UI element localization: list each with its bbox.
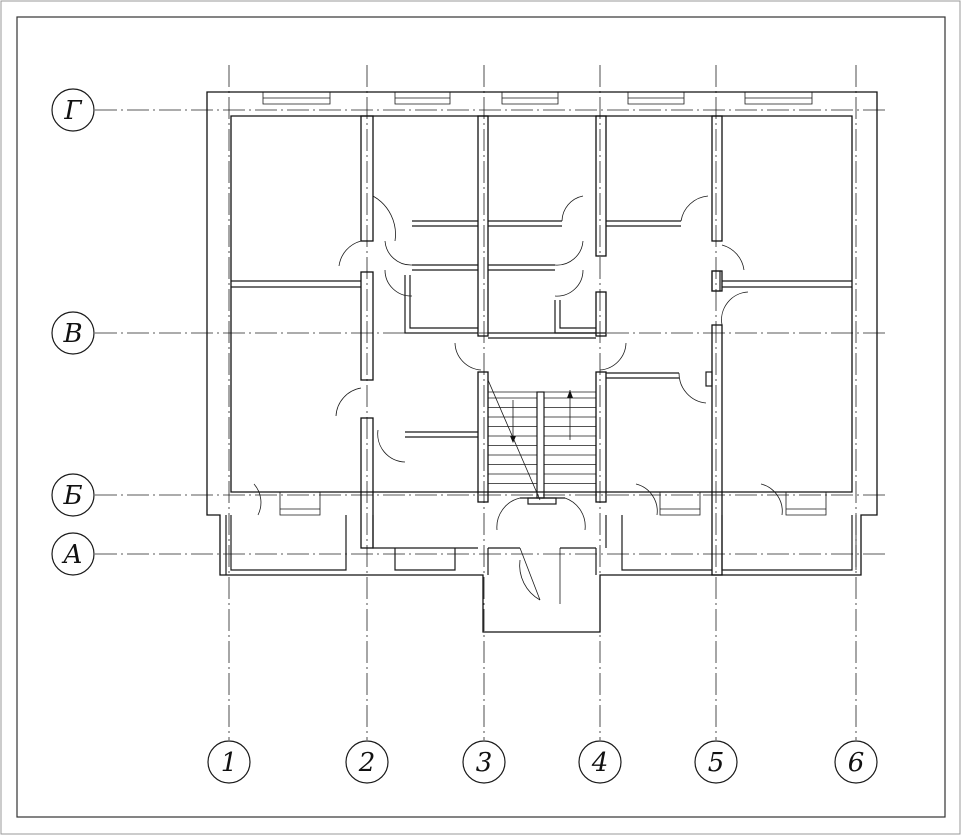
column-axis-markers: 1 2 3 4 5 6 <box>207 740 878 784</box>
axis-bubble <box>834 740 878 784</box>
column-axis-marker: 5 <box>694 740 738 784</box>
wall-axis-3-bottom <box>477 371 489 503</box>
top-windows <box>262 92 813 105</box>
wall-axis-2-mid <box>360 271 374 381</box>
column-axis-marker: 1 <box>207 740 251 784</box>
row-axis-marker: А <box>51 532 95 576</box>
wall-axis-5-top <box>711 115 723 242</box>
doors <box>253 195 783 604</box>
axis-bubble <box>51 88 95 132</box>
wall-axis-4-mid <box>595 291 607 337</box>
column-axis-marker: 2 <box>345 740 389 784</box>
wall-axis-3-top <box>477 115 489 337</box>
row-axis-label: В <box>62 319 82 349</box>
wall-axis-2-bottom <box>360 417 374 549</box>
outer-wall-inner-face <box>230 115 853 493</box>
column-axis-label: 4 <box>591 748 609 778</box>
row-axis-label: Г <box>63 96 82 126</box>
wall-axis-2-top <box>360 115 374 242</box>
row-axis-label: Б <box>62 481 82 511</box>
axis-bubble <box>51 532 95 576</box>
axis-bubble <box>345 740 389 784</box>
row-axis-label: А <box>61 540 83 570</box>
column-axis-label: 6 <box>848 748 865 778</box>
axis-bubble <box>462 740 506 784</box>
column-axis-label: 2 <box>358 748 376 778</box>
column-axis-label: 3 <box>476 748 493 778</box>
axis-bubble <box>694 740 738 784</box>
axis-lines <box>95 65 888 740</box>
staircase <box>487 379 596 505</box>
row-axis-markers: Г В БА <box>51 88 95 576</box>
column-axis-marker: 3 <box>462 740 506 784</box>
row-axis-marker: В <box>51 311 95 355</box>
column-axis-marker: 4 <box>578 740 622 784</box>
row-axis-marker: Б <box>51 473 95 517</box>
building-walls <box>206 91 878 633</box>
wall-axis-4-top <box>595 115 607 257</box>
axis-bubble <box>578 740 622 784</box>
axis-bubble <box>207 740 251 784</box>
row-axis-marker: Г <box>51 88 95 132</box>
sheet-inner-frame <box>16 16 946 818</box>
column-axis-label: 5 <box>708 748 725 778</box>
outer-wall-outline <box>206 91 878 633</box>
column-axis-label: 1 <box>221 748 238 778</box>
wall-axis-4-bottom <box>595 371 607 503</box>
axis-bubble <box>51 311 95 355</box>
axis-bubble <box>51 473 95 517</box>
wall-axis-5-bottom <box>711 324 723 576</box>
column-axis-marker: 6 <box>834 740 878 784</box>
